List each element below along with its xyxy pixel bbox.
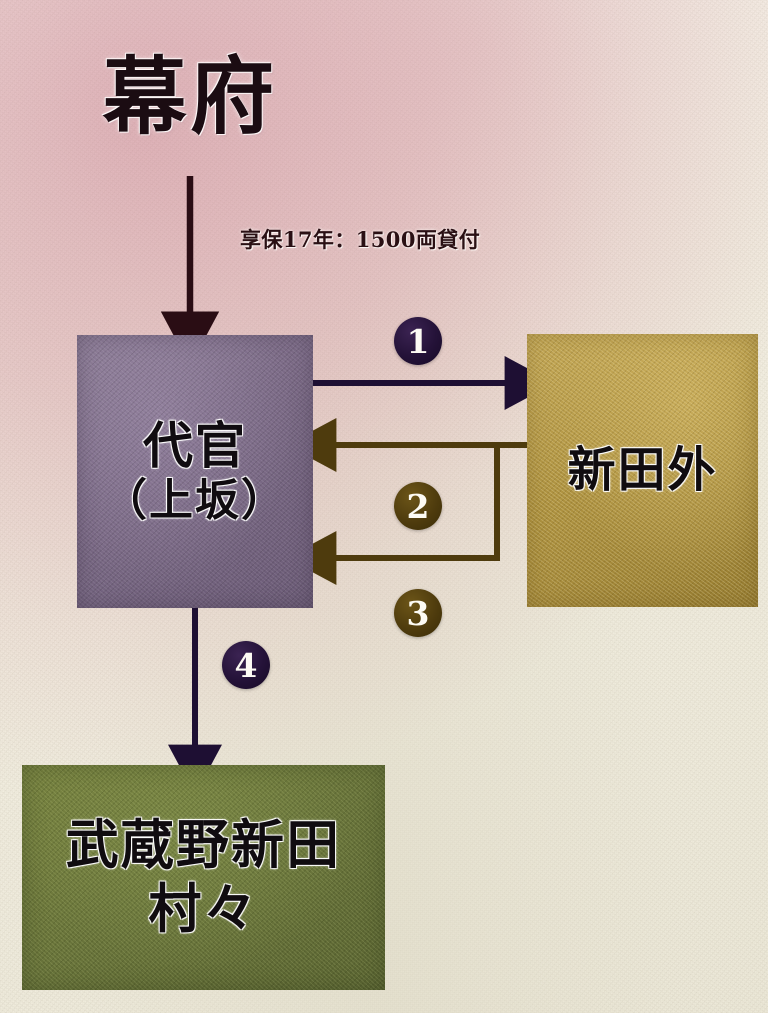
node-shinden-soto: 新田外 bbox=[527, 334, 758, 607]
badge-step-4: 4 bbox=[222, 641, 270, 689]
annotation-loan-text: 享保17年：1500両貸付 bbox=[240, 227, 481, 252]
node-musashino-label-line2: 村々 bbox=[148, 877, 259, 940]
badge-step-2: 2 bbox=[394, 482, 442, 530]
node-daikan-label: 代官 bbox=[143, 415, 247, 475]
node-shinden-soto-label: 新田外 bbox=[567, 441, 718, 498]
node-musashino-villages: 武蔵野新田 村々 bbox=[22, 765, 385, 990]
node-musashino-label-line1: 武蔵野新田 bbox=[65, 814, 342, 877]
badge-step-1: 1 bbox=[394, 317, 442, 365]
node-bakufu: 幕府 bbox=[78, 36, 302, 158]
node-daikan: 代官 （上坂） bbox=[77, 335, 313, 608]
node-daikan-sublabel: （上坂） bbox=[103, 474, 287, 526]
badge-step-3: 3 bbox=[394, 589, 442, 637]
node-bakufu-label: 幕府 bbox=[102, 46, 278, 146]
